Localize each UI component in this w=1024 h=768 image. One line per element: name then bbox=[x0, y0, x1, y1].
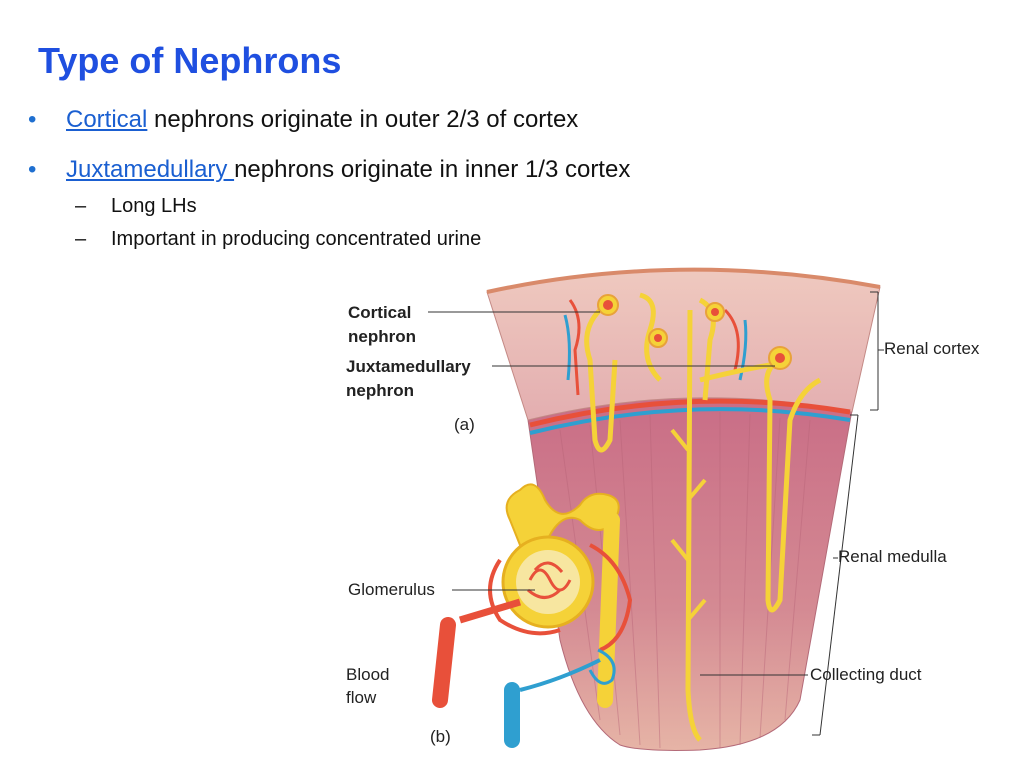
bullet-juxtamedullary: • Juxtamedullary nephrons originate in i… bbox=[28, 156, 631, 184]
cortical-nephron-label-2: nephron bbox=[348, 327, 416, 346]
bullet-dot: • bbox=[28, 156, 37, 183]
cortical-link[interactable]: Cortical bbox=[66, 106, 148, 133]
bullet-text: nephrons originate in outer 2/3 of corte… bbox=[147, 106, 579, 133]
glomeruli-cortex bbox=[597, 294, 792, 370]
enlarged-nephron-panel-b bbox=[432, 483, 633, 748]
cortical-nephron-label-1: Cortical bbox=[348, 303, 411, 322]
slide-title: Type of Nephrons bbox=[38, 40, 342, 81]
blood-flow-label-2: flow bbox=[346, 688, 377, 707]
capsule bbox=[486, 267, 881, 294]
glomerulus-label: Glomerulus bbox=[348, 580, 435, 599]
bullet-text: nephrons originate in inner 1/3 cortex bbox=[234, 156, 631, 183]
juxtamedullary-nephron-label-1: Juxtamedullary bbox=[346, 357, 471, 376]
sub-bullet-concentrated-urine: –Important in producing concentrated uri… bbox=[75, 228, 482, 250]
juxtamedullary-link[interactable]: Juxtamedullary bbox=[66, 156, 235, 183]
glomerulus-capillaries bbox=[527, 561, 572, 599]
bullet-dot: • bbox=[28, 106, 37, 133]
blood-flow-label-1: Blood bbox=[346, 665, 389, 684]
bullet-cortical: • Cortical nephrons originate in outer 2… bbox=[28, 106, 579, 134]
collecting-duct-branches bbox=[670, 428, 707, 622]
renal-cortex-region bbox=[486, 269, 881, 421]
renal-medulla-label: Renal medulla bbox=[838, 547, 947, 566]
sub-bullet-long-lhs: –Long LHs bbox=[75, 195, 197, 217]
panel-a-label: (a) bbox=[454, 415, 475, 434]
panel-b-label: (b) bbox=[430, 727, 451, 746]
cortical-nephron-tubules bbox=[584, 292, 716, 742]
juxtamedullary-nephron-label-2: nephron bbox=[346, 381, 414, 400]
collecting-duct-label: Collecting duct bbox=[810, 665, 922, 684]
renal-cortex-label: Renal cortex bbox=[884, 339, 980, 358]
leader-lines bbox=[428, 291, 884, 736]
